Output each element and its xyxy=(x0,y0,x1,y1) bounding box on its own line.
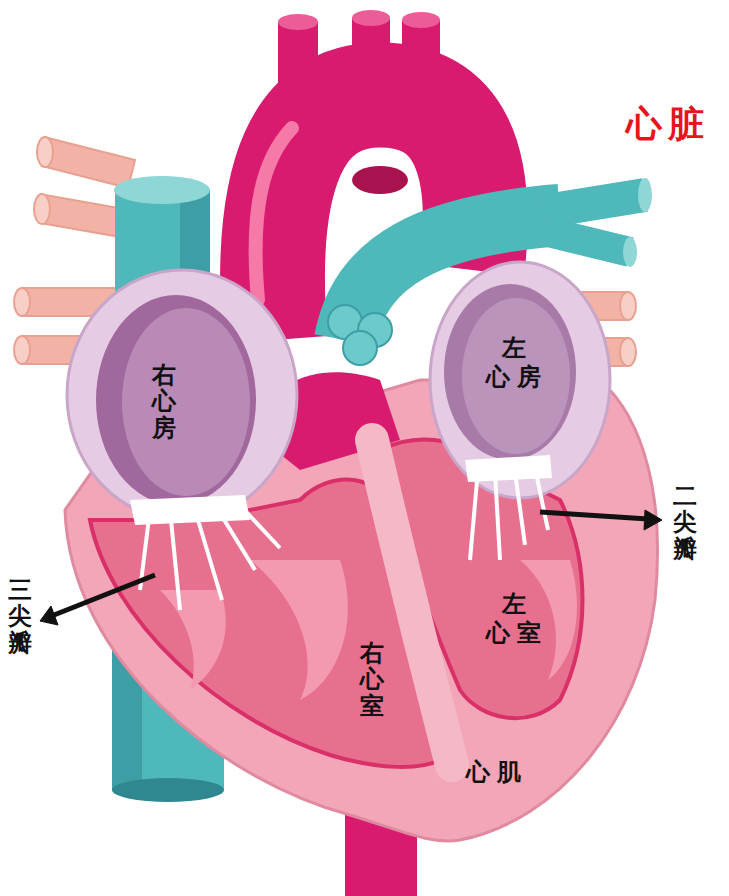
mitral-chordae xyxy=(470,468,548,560)
label-anchor: 左心室 xyxy=(486,590,551,648)
valve-cusp xyxy=(343,331,377,365)
vein-tube xyxy=(42,138,135,188)
artery-end xyxy=(638,178,652,212)
aorta-highlight xyxy=(256,128,292,300)
pointer-line xyxy=(540,512,648,519)
vein-end xyxy=(14,336,30,364)
artery-end xyxy=(402,12,440,28)
vein-end xyxy=(34,194,50,224)
artery-end xyxy=(352,10,390,26)
diagram-title: 心脏 xyxy=(626,100,710,149)
papillary-muscle xyxy=(250,560,348,700)
left-atrium xyxy=(444,284,576,460)
arrowhead xyxy=(644,510,662,530)
vein-end xyxy=(620,292,636,320)
callout-label: 二尖瓣 xyxy=(673,483,697,562)
mitral-leaflet xyxy=(465,455,552,482)
part-name: 左心室 xyxy=(486,590,551,648)
papillary-muscle xyxy=(160,590,226,690)
chorda xyxy=(515,472,525,545)
part-name: 右心房 xyxy=(152,362,176,441)
callout-label: 三尖瓣 xyxy=(8,577,32,656)
title-anchor: 心脏 xyxy=(626,100,710,149)
arrowhead xyxy=(40,606,58,625)
vein-end xyxy=(37,137,53,167)
vena-cava-end xyxy=(114,176,210,204)
artery-end xyxy=(623,237,637,267)
pointer-arrows xyxy=(40,510,662,625)
pulmonary-branch xyxy=(540,195,645,212)
right-atrium xyxy=(96,295,256,505)
chorda xyxy=(170,510,180,610)
label-anchor: 左心房 xyxy=(486,334,551,392)
pointer-line xyxy=(54,575,155,615)
label-anchor: 二尖瓣 xyxy=(673,483,697,562)
chorda xyxy=(470,470,478,560)
label-anchor: 右心房 xyxy=(152,362,176,441)
left-atrium-inner xyxy=(462,298,570,454)
vein-end xyxy=(14,288,30,316)
artery-end xyxy=(278,14,318,30)
septum xyxy=(372,440,452,765)
label-anchor: 心肌 xyxy=(466,756,528,788)
chorda xyxy=(495,472,500,560)
part-name: 右心室 xyxy=(360,640,384,719)
vein-end xyxy=(620,338,636,366)
label-anchor: 三尖瓣 xyxy=(8,577,32,656)
tricuspid-leaflet xyxy=(130,495,250,525)
vena-cava-end xyxy=(112,778,224,802)
part-name: 心肌 xyxy=(466,756,528,788)
pulmonary-branch xyxy=(540,230,630,252)
chorda xyxy=(195,510,222,600)
right-atrium-wall xyxy=(67,270,297,520)
left-atrium-wall xyxy=(430,262,610,498)
pulmonary-valve xyxy=(328,305,392,365)
label-anchor: 右心室 xyxy=(360,640,384,719)
part-name: 左心房 xyxy=(486,334,551,392)
right-atrium-inner xyxy=(122,308,250,496)
aorta-opening xyxy=(352,166,408,194)
